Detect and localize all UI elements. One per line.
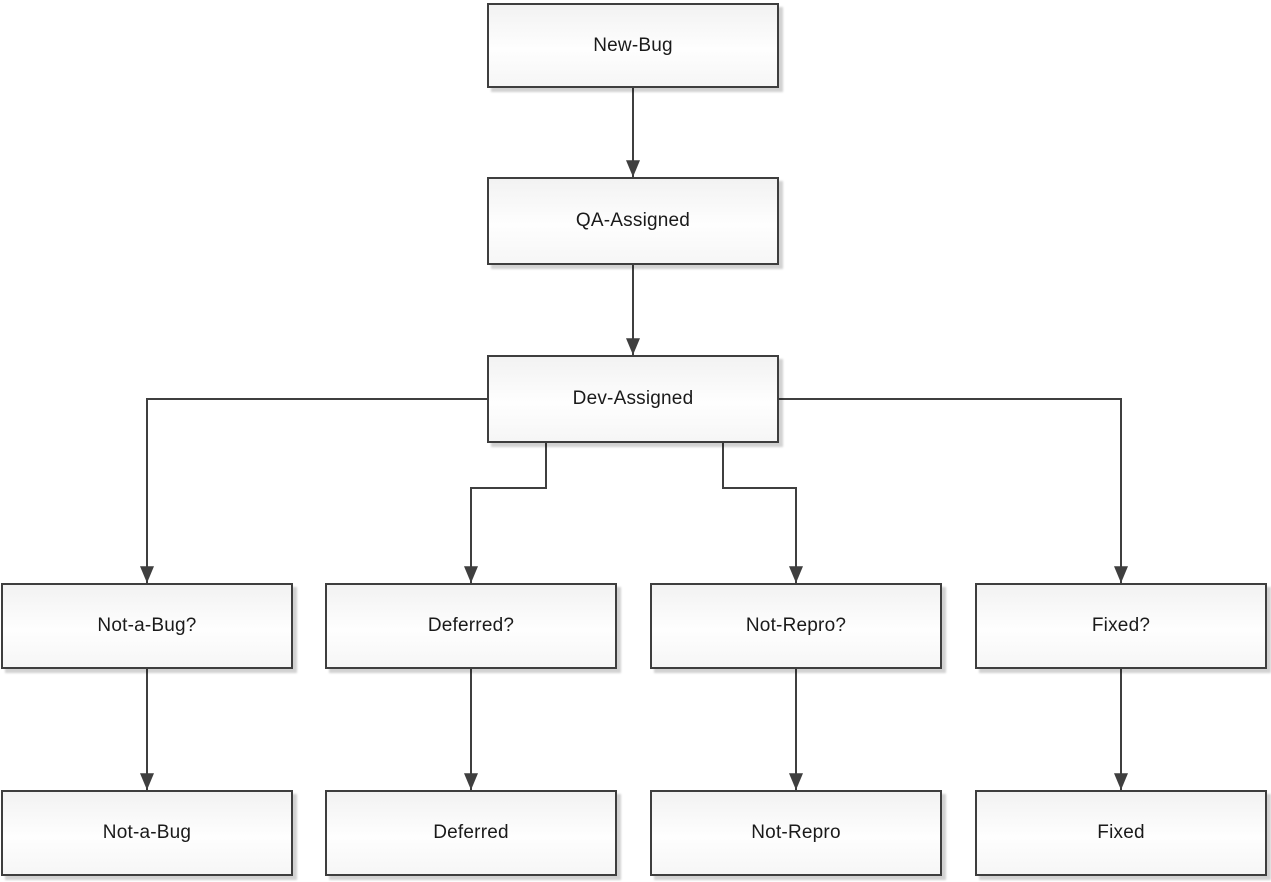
flow-node-not-repro-q: Not-Repro?: [650, 583, 942, 669]
flow-node-label: Fixed: [1097, 822, 1145, 843]
flow-node-label: QA-Assigned: [575, 210, 691, 231]
flow-node-label: Fixed?: [1091, 615, 1151, 636]
flow-node-not-repro: Not-Repro: [650, 790, 942, 876]
flow-node-qa-assigned: QA-Assigned: [487, 177, 779, 265]
flow-node-label: Not-a-Bug?: [97, 615, 197, 636]
flow-node-label: Deferred?: [427, 615, 515, 636]
flow-node-fixed: Fixed: [975, 790, 1267, 876]
flow-node-deferred: Deferred: [325, 790, 617, 876]
connector-dev-assigned-to-deferred-q: [464, 443, 547, 583]
flow-node-new-bug: New-Bug: [487, 3, 779, 88]
flow-node-not-a-bug: Not-a-Bug: [1, 790, 293, 876]
flow-node-dev-assigned: Dev-Assigned: [487, 355, 779, 443]
flow-node-deferred-q: Deferred?: [325, 583, 617, 669]
connector-dev-assigned-to-not-a-bug-q: [140, 398, 487, 583]
flow-node-label: Dev-Assigned: [572, 388, 694, 409]
flow-node-label: New-Bug: [593, 34, 673, 56]
connector-dev-assigned-to-fixed-q: [779, 398, 1128, 583]
flow-node-label: Deferred: [433, 822, 509, 843]
flow-node-fixed-q: Fixed?: [975, 583, 1267, 669]
flow-node-label: Not-a-Bug: [102, 822, 192, 843]
flow-node-not-a-bug-q: Not-a-Bug?: [1, 583, 293, 669]
flow-node-label: Not-Repro: [751, 822, 841, 843]
connector-dev-assigned-to-not-repro-q: [722, 443, 803, 583]
flow-node-label: Not-Repro?: [745, 615, 847, 636]
